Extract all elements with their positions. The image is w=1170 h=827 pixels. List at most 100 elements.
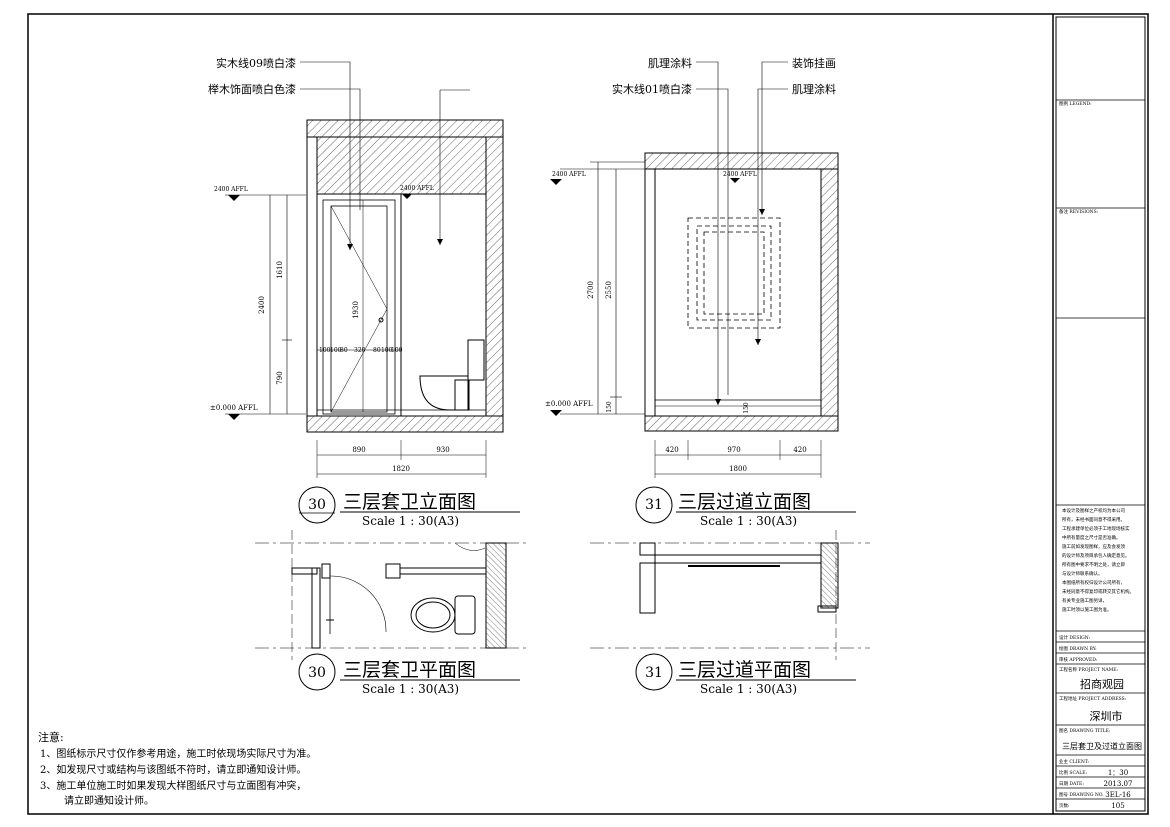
e30-door-dims: 100 100 80 320 80 100 100 — [319, 347, 403, 354]
e31-callout-1: 肌理涂料 — [648, 56, 692, 70]
e31-level-2400: 2400 AFFL — [552, 171, 586, 178]
tb-remark-5: 施工前如发现图样，应及会发须 — [1062, 543, 1125, 550]
e30-dim-1930: 1930 — [352, 301, 360, 319]
e31-dim-420-right: 420 — [793, 446, 806, 454]
svg-text:100: 100 — [391, 347, 403, 354]
tb-project-name-label: 工程名称 PROJECT NAME: — [1059, 666, 1119, 673]
tb-design: 设计 DESIGN: — [1059, 634, 1091, 641]
e30-dim-2400: 2400 — [258, 296, 266, 314]
title-e31-number: 31 — [645, 497, 663, 513]
note-line-2: 2、如发现尺寸或结构与该图纸不符时，请立即通知设计师。 — [40, 763, 306, 776]
svg-text:100: 100 — [381, 347, 393, 354]
tb-drawing-no-label: 图号 DRAWING NO. — [1059, 792, 1104, 798]
e31-dim-150: 150 — [606, 401, 613, 413]
door-handle — [378, 317, 384, 323]
svg-text:100: 100 — [319, 347, 331, 354]
plan-30 — [255, 530, 530, 660]
title-p30 — [298, 653, 520, 691]
ceiling-slab — [306, 119, 504, 138]
e31-dim-1800: 1800 — [729, 465, 747, 473]
e31-callout-2: 实木线01喷白漆 — [612, 82, 692, 96]
title-e31 — [635, 486, 856, 524]
title-p30-scale: Scale 1 : 30(A3) — [362, 682, 459, 696]
plan-wall-right — [820, 542, 839, 609]
plan-31 — [590, 530, 870, 660]
svg-text:80: 80 — [373, 347, 381, 354]
title-e31-name: 三层过道立面图 — [678, 491, 811, 513]
tb-page: 105 — [1111, 802, 1124, 810]
e30-dim-1820: 1820 — [392, 465, 410, 473]
tb-drawn: 绘图 DRAWN BY: — [1059, 645, 1097, 652]
door-frame-inner — [322, 199, 396, 415]
title-e31-scale: Scale 1 : 30(A3) — [700, 514, 797, 528]
e31-callout-4: 肌理涂料 — [792, 82, 836, 96]
e30-callout-1: 实木线09喷白漆 — [216, 56, 296, 70]
e31-dim-2700: 2700 — [587, 281, 595, 299]
elevation-30 — [225, 61, 504, 478]
tb-scale-label: 比例 SCALE: — [1059, 769, 1087, 776]
tb-remark-4: 中所有量度之尺寸是否准确。 — [1062, 534, 1121, 541]
title-p30-name: 三层套卫平面图 — [343, 659, 476, 681]
tb-revisions: 备注 REVISIONS: — [1059, 208, 1099, 215]
titleblock-frame — [1055, 16, 1146, 812]
tb-drawing-title-label: 图名 DRAWING TITLE: — [1059, 727, 1111, 734]
ceiling-slab — [644, 152, 839, 170]
e31-level-2400-ceiling: 2400 AFFL — [723, 171, 757, 178]
tb-remark-12: 施工时须以施工图为准。 — [1062, 606, 1112, 613]
tb-remark-3: 工程承建单位必须于工地现场核实 — [1062, 525, 1130, 532]
tb-project-addr-label: 工程地址 PROJECT ADDRESS: — [1059, 695, 1127, 702]
title-e30 — [298, 486, 520, 524]
toilet-elevation — [419, 339, 485, 411]
door-frame-outer — [316, 193, 402, 417]
title-p31-scale: Scale 1 : 30(A3) — [700, 682, 797, 696]
tb-legend: 图例 LEGEND: — [1059, 100, 1092, 107]
title-e30-name: 三层套卫立面图 — [343, 491, 476, 513]
e31-level-0: ±0.000 AFFL — [545, 400, 593, 408]
wall-left — [644, 168, 656, 417]
title-p30-number: 30 — [308, 665, 326, 681]
e30-level-2400-ceiling: 2400 AFFL — [400, 185, 434, 192]
tb-scale: 1：30 — [1108, 769, 1128, 777]
tb-remark-11: 有关专业施工图另详， — [1062, 597, 1107, 604]
plan-wall-right — [485, 542, 507, 649]
e30-callout-2: 榉木饰面喷白色漆 — [208, 82, 296, 96]
note-line-4: 请立即通知设计师。 — [64, 794, 154, 807]
tb-drawing-no: 3EL-16 — [1105, 791, 1131, 799]
titleblock-grid — [1056, 99, 1145, 800]
tb-date-label: 日期 DATE: — [1059, 781, 1084, 787]
note-line-3: 3、施工单位施工时如果发现大样图纸尺寸与立面图有冲突， — [40, 779, 306, 792]
e30-dim-790: 790 — [276, 371, 284, 384]
tb-remark-1: 本设计及图样之产权均为本公司 — [1062, 507, 1125, 514]
decorative-painting — [687, 217, 781, 329]
tb-remark-6: 的设计师及项目承包人确定意见。 — [1062, 552, 1130, 559]
wall-right — [820, 168, 839, 417]
tb-project-name: 招商观园 — [1080, 677, 1124, 691]
e31-dim-2550: 2550 — [605, 281, 613, 299]
e30-dim-1610: 1610 — [276, 261, 284, 279]
elevation-31 — [550, 61, 839, 478]
tb-approved: 审核 APPROVED: — [1059, 656, 1098, 663]
svg-text:320: 320 — [354, 347, 366, 354]
wall-left — [306, 136, 318, 417]
tb-remark-2: 所有，未经书面同意不得采用。 — [1062, 516, 1125, 523]
title-e30-number: 30 — [308, 497, 326, 513]
note-line-1: 1、图纸标示尺寸仅作参考用途，施工时依现场实际尺寸为准。 — [40, 747, 316, 760]
tb-client-label: 业主 CLIENT: — [1059, 758, 1090, 765]
floor-slab — [306, 415, 504, 433]
toilet-plan — [410, 595, 476, 635]
svg-text:100: 100 — [330, 347, 342, 354]
notes-heading: 注意: — [38, 730, 64, 744]
e30-level-0: ±0.000 AFFL — [210, 404, 258, 412]
tb-remark-7: 所有图中要求不明之处，请立即 — [1062, 561, 1125, 568]
e31-dim-150-inner: 150 — [743, 402, 750, 414]
tb-date: 2013.07 — [1104, 780, 1133, 788]
ceiling-void — [316, 136, 487, 195]
title-e30-scale: Scale 1 : 30(A3) — [362, 514, 459, 528]
tb-page-label: 页数: — [1059, 802, 1070, 809]
outer-border — [27, 13, 1149, 815]
title-p31 — [635, 653, 856, 691]
title-p31-number: 31 — [645, 665, 663, 681]
tb-project-addr: 深圳市 — [1090, 709, 1123, 723]
e31-callout-3: 装饰挂画 — [792, 56, 836, 70]
